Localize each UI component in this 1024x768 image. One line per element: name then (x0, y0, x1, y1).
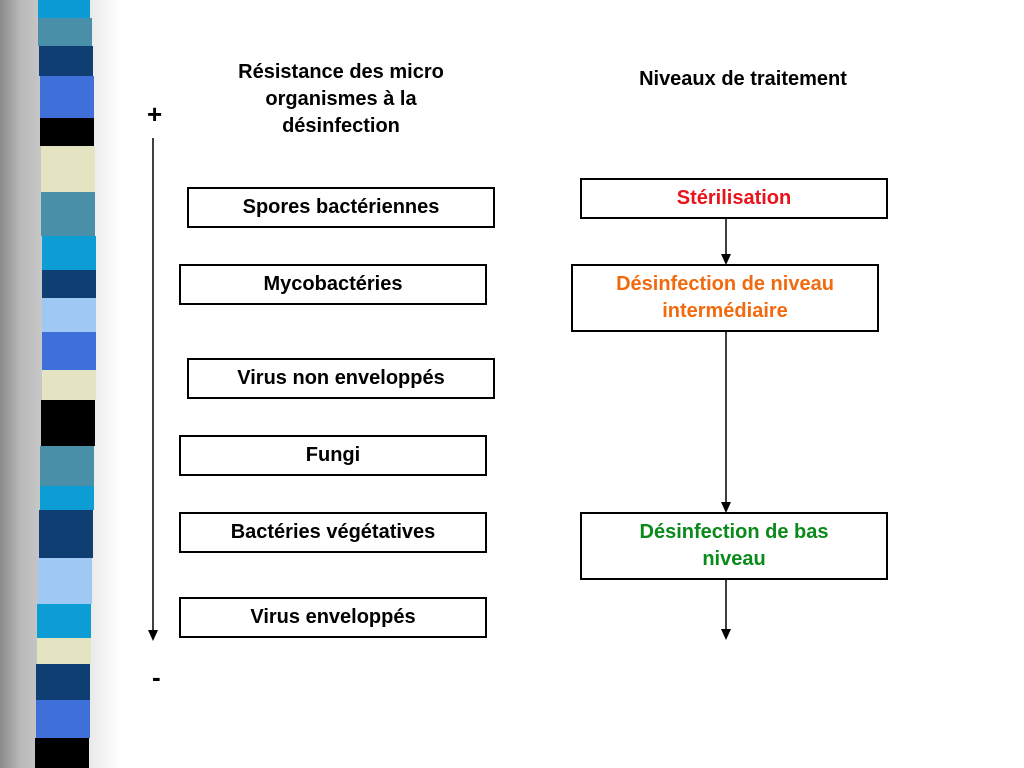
stripe-band (42, 298, 96, 332)
stripe-band (37, 604, 91, 638)
treatment-box-sterilisation: Stérilisation (580, 178, 888, 219)
minus-sign: - (152, 662, 161, 692)
organism-box: Mycobactéries (179, 264, 487, 305)
stripe-band (39, 510, 93, 558)
stripe-band (37, 638, 91, 664)
organism-box: Virus non enveloppés (187, 358, 495, 399)
stripe-band (36, 700, 90, 738)
stripe-band (40, 118, 94, 146)
organism-box: Virus enveloppés (179, 597, 487, 638)
stripe-band (41, 400, 95, 446)
stripe-band (40, 76, 94, 118)
stripe-band (38, 558, 92, 604)
treatment-box-intermediate: Désinfection de niveau intermédiaire (571, 264, 879, 332)
stripe-band (42, 370, 96, 400)
arrowhead-low (721, 502, 731, 513)
stripe-band (41, 146, 95, 192)
resistance-scale-arrowhead (148, 630, 158, 641)
decorative-stripe-banner (35, 0, 96, 768)
stripe-band (42, 236, 96, 270)
organism-box: Spores bactériennes (187, 187, 495, 228)
stripe-band (35, 738, 89, 768)
stripe-band (38, 0, 90, 18)
stripe-band (36, 664, 90, 700)
stripe-band (38, 18, 92, 46)
organism-box: Fungi (179, 435, 487, 476)
arrowhead-intermediate (721, 254, 731, 265)
treatment-heading: Niveaux de traitement (639, 68, 847, 90)
stripe-band (40, 486, 94, 510)
plus-sign: + (147, 99, 163, 129)
stripe-band (42, 332, 96, 370)
treatment-box-low: Désinfection de bas niveau (580, 512, 888, 580)
stripe-band (40, 446, 94, 486)
resistance-heading: Résistance des micro organismes à la dés… (238, 61, 444, 137)
arrowhead-bottom (721, 629, 731, 640)
stripe-band (41, 192, 95, 236)
stripe-band (42, 270, 96, 298)
stripe-band (39, 46, 93, 76)
organism-box: Bactéries végétatives (179, 512, 487, 553)
